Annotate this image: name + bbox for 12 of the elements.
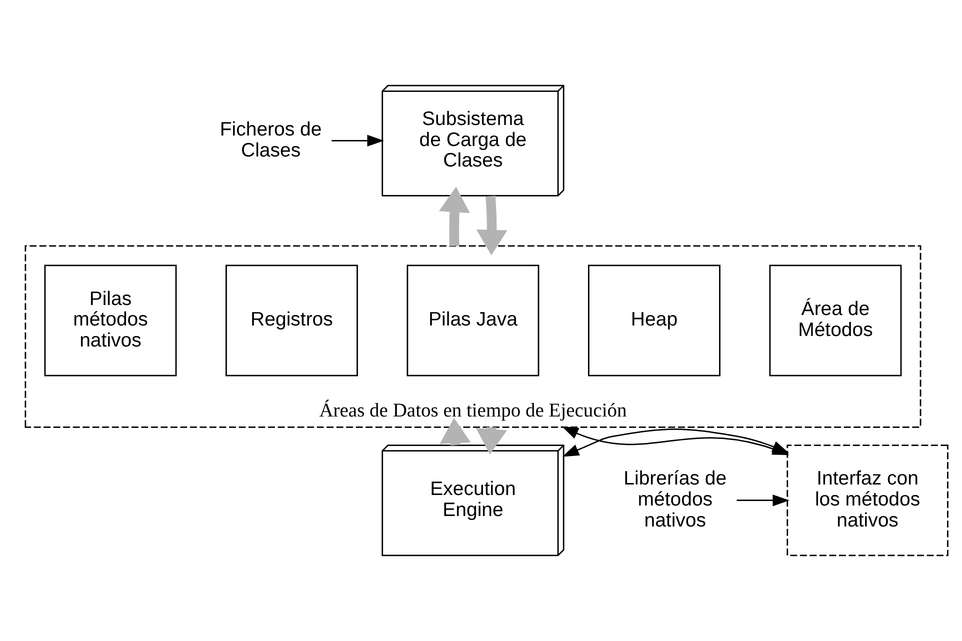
node-box: Pilas métodos nativos [44,264,177,376]
arrow [736,494,790,506]
node-text: Librerías de métodos nativos [624,468,727,532]
arrow [332,134,384,147]
node-box: Heap [588,264,720,376]
arrow [438,186,470,246]
node-text: Ficheros de Clases [220,118,322,162]
node-box: Registros [226,264,358,376]
node-box: Pilas Java [406,264,540,376]
node-box: Área de Métodos [769,264,902,376]
arrow [476,196,508,256]
node-box: Interfaz con los métodos nativos [786,444,948,556]
